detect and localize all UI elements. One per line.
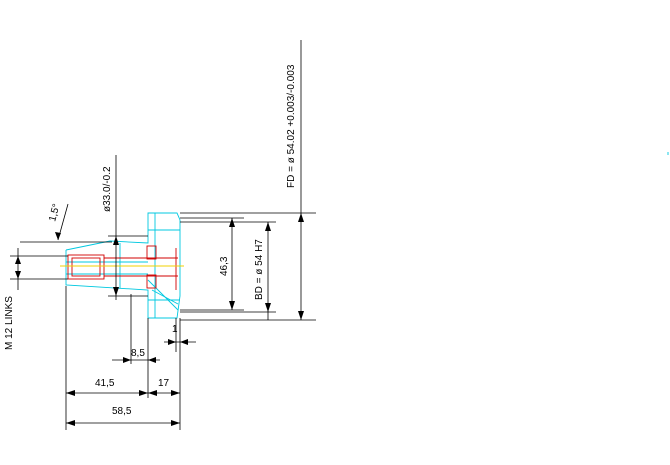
thread-dimension: M 12 LINKS: [4, 248, 68, 350]
angle-label: 1,5°: [47, 203, 62, 223]
d33-label: ø33.0/-0.2: [102, 166, 113, 212]
d46-dimension: 46,3: [180, 217, 244, 311]
d1-dimension: 1: [164, 318, 196, 352]
length-dimensions: 41,5 17 58,5: [65, 286, 181, 430]
d17-label: 17: [158, 378, 170, 389]
hidden-lines: [67, 245, 178, 290]
thread-label: M 12 LINKS: [4, 296, 15, 350]
d46-label: 46,3: [219, 256, 230, 276]
d58-label: 58,5: [112, 406, 132, 417]
d1-label: 1: [172, 324, 178, 335]
bd-dimension: BD = ø 54 H7: [180, 221, 276, 320]
angle-dimension: 1,5°: [20, 203, 112, 243]
d41-label: 41,5: [95, 378, 115, 389]
d8-dimension: 8,5: [112, 294, 160, 364]
bd-label: BD = ø 54 H7: [254, 239, 265, 300]
fd-dimension: FD = ø 54.02 +0.003/-0.003: [180, 40, 316, 321]
fd-label: FD = ø 54.02 +0.003/-0.003: [286, 64, 297, 188]
d33-dimension: ø33.0/-0.2: [102, 155, 148, 300]
part-outline: [65, 212, 181, 319]
d8-label: 8,5: [131, 348, 145, 359]
